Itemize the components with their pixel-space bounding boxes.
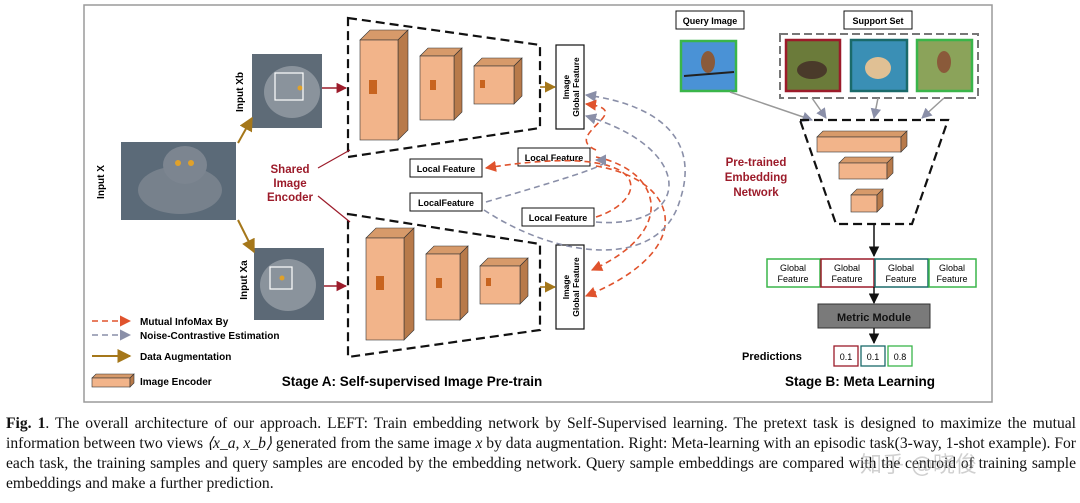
local-feature-label-2: Local Feature	[525, 153, 584, 163]
augment-arrow-bottom	[237, 219, 255, 254]
support-to-network-arrow-2	[870, 97, 882, 120]
caption-text-1: . The overall architecture of our approa…	[6, 415, 1077, 452]
input-x-image	[121, 142, 236, 220]
predictions-label: Predictions	[742, 351, 802, 363]
global-feature-2-line-2: Feature	[831, 274, 862, 284]
prediction-3-box	[887, 345, 913, 367]
figure-caption: Fig. 1. The overall architecture of our …	[6, 414, 1076, 494]
input-xb-image	[252, 54, 322, 128]
global-feature-2-box	[820, 258, 875, 288]
bottom-encoder-trapezoid	[346, 212, 542, 359]
prediction-1-value: 0.1	[840, 352, 853, 362]
caption-text-3: by data augmentation. Right: Meta-learni…	[6, 435, 1076, 492]
support-to-network-arrow-3	[921, 97, 945, 119]
prediction-2-value: 0.1	[867, 352, 880, 362]
global-feature-2-line-1: Global	[834, 263, 860, 273]
prediction-1-box	[833, 345, 859, 367]
query-to-network-arrow	[729, 91, 813, 122]
local-feature-label-4: Local Feature	[529, 213, 588, 223]
shared-encoder-label-3: Encoder	[267, 192, 314, 204]
stage-a-title: Stage A: Self-supervised Image Pre-train	[282, 374, 543, 389]
shared-encoder-label-2: Image	[273, 178, 306, 190]
global-feature-bottom-label-2: Global Feature	[571, 257, 581, 317]
support-image-goose	[784, 38, 842, 93]
support-set-label-box	[843, 10, 913, 30]
top-encoder-blocks	[359, 29, 523, 141]
top-encoder-trapezoid	[346, 16, 542, 159]
pretrained-network-label-3: Network	[733, 187, 779, 199]
local-feature-box-1	[409, 158, 483, 178]
pretrained-network-label-2: Embedding	[725, 172, 788, 184]
global-feature-4-line-2: Feature	[936, 274, 967, 284]
support-set-label: Support Set	[853, 16, 904, 26]
local-feature-box-3	[409, 192, 483, 212]
global-feature-4-box	[928, 258, 977, 288]
caption-text-2: generated from the same image	[271, 435, 476, 452]
input-x-label: Input X	[96, 165, 107, 199]
pretrained-network-label-1: Pre-trained	[726, 157, 787, 169]
global-feature-1-line-1: Global	[780, 263, 806, 273]
caption-math-views: ⟨x_a, x_b⟩	[206, 435, 272, 452]
legend-encoder-icon	[91, 373, 135, 388]
prediction-2-box	[860, 345, 886, 367]
architecture-figure: Input X Input Xb Input Xa	[83, 4, 993, 403]
global-feature-4-line-1: Global	[939, 263, 965, 273]
global-feature-1-line-2: Feature	[777, 274, 808, 284]
prediction-3-value: 0.8	[894, 352, 907, 362]
support-image-dog	[849, 38, 909, 93]
legend-augment-label: Data Augmentation	[140, 352, 231, 363]
query-image-label: Query Image	[683, 16, 738, 26]
global-feature-top-label-1: Image	[561, 74, 571, 99]
metric-module-box	[817, 303, 931, 329]
global-feature-bottom-label-1: Image	[561, 274, 571, 299]
stage-b-title: Stage B: Meta Learning	[785, 374, 935, 389]
support-to-network-arrow-1	[811, 97, 827, 119]
global-feature-top-label-2: Global Feature	[571, 57, 581, 117]
global-feature-3-line-2: Feature	[885, 274, 916, 284]
global-feature-1-box	[766, 258, 821, 288]
input-xa-image	[254, 248, 324, 320]
local-feature-label-3: LocalFeature	[418, 198, 474, 208]
legend-mim-label-1: Mutual InfoMax By	[140, 317, 229, 328]
pretrained-network-blocks	[816, 130, 908, 213]
augment-arrow-top	[237, 116, 253, 144]
watermark: 知乎 @晓俊	[860, 453, 977, 478]
global-feature-3-line-1: Global	[888, 263, 914, 273]
shared-encoder-label-1: Shared	[271, 164, 310, 176]
legend-encoder-label: Image Encoder	[140, 377, 212, 388]
caption-lead: Fig. 1	[6, 415, 46, 432]
shared-link-bottom	[317, 195, 351, 223]
mutual-infomax-arrows	[483, 90, 686, 298]
global-feature-row	[766, 258, 977, 288]
query-image	[679, 39, 738, 93]
bottom-encoder-blocks	[365, 227, 529, 341]
local-feature-box-4	[521, 207, 595, 227]
query-image-label-box	[675, 10, 745, 30]
pretrained-network-trapezoid	[798, 118, 950, 226]
metric-module-label: Metric Module	[837, 312, 911, 324]
local-feature-label-1: Local Feature	[417, 164, 476, 174]
caption-math-x: x	[475, 435, 483, 452]
input-xb-label: Input Xb	[235, 72, 246, 112]
shared-link-top	[317, 149, 351, 169]
input-xa-label: Input Xa	[239, 260, 250, 300]
global-feature-top-box	[555, 44, 585, 130]
global-feature-3-box	[874, 258, 929, 288]
support-set-frame	[779, 33, 979, 99]
legend-mim-label-2: Noise-Contrastive Estimation	[140, 331, 279, 342]
support-image-bird	[915, 38, 974, 93]
